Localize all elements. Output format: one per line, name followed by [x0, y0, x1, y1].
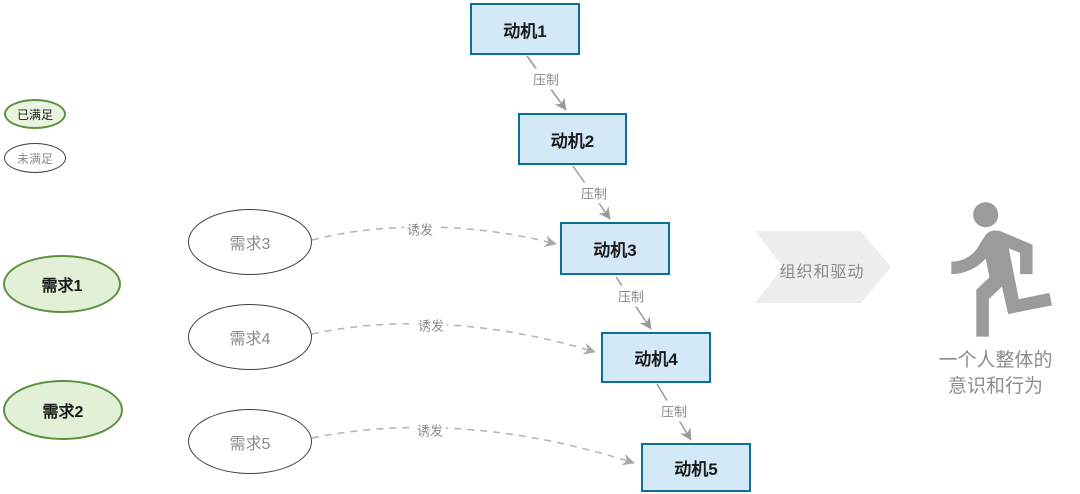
suppress-label-2: 压制 — [577, 182, 611, 204]
motive-node-5: 动机5 — [641, 443, 751, 492]
suppress-label-1: 压制 — [529, 68, 563, 90]
induce-label-1: 诱发 — [403, 218, 437, 240]
need-node-5: 需求5 — [188, 409, 312, 474]
need-3-label: 需求3 — [229, 236, 271, 253]
motive-4-label: 动机4 — [634, 350, 678, 369]
need-4-label: 需求4 — [229, 331, 271, 348]
suppress-label-3: 压制 — [614, 285, 648, 307]
need-1-label: 需求1 — [41, 278, 83, 295]
running-person-icon — [951, 202, 1052, 337]
suppress-label-4: 压制 — [657, 400, 691, 422]
motive-2-label: 动机2 — [550, 131, 595, 151]
legend-satisfied-label: 已满足 — [16, 107, 53, 122]
need-node-3: 需求3 — [188, 209, 312, 275]
induce-label-3: 诱发 — [413, 419, 447, 441]
need-node-4: 需求4 — [188, 304, 312, 370]
outcome-caption-line1: 一个人整体的 — [938, 350, 1053, 371]
legend-satisfied: 已满足 — [4, 99, 66, 129]
outcome-caption: 一个人整体的 意识和行为 — [913, 348, 1078, 400]
motive-1-label: 动机1 — [503, 21, 547, 41]
legend-unsatisfied-label: 未满足 — [16, 151, 53, 166]
motive-3-label: 动机3 — [593, 241, 637, 260]
induce-arrow-need4 — [311, 323, 596, 355]
motive-5-label: 动机5 — [674, 460, 718, 479]
need-5-label: 需求5 — [229, 435, 271, 453]
legend-unsatisfied: 未满足 — [4, 143, 66, 173]
motive-node-4: 动机4 — [601, 332, 711, 383]
need-node-2: 需求2 — [3, 380, 123, 440]
organize-drive-arrow-label: 组织和驱动 — [779, 264, 865, 281]
induce-label-2: 诱发 — [414, 314, 448, 336]
induce-arrow-need5 — [311, 426, 635, 466]
need-node-1: 需求1 — [3, 255, 121, 313]
motive-node-1: 动机1 — [470, 3, 580, 55]
need-2-label: 需求2 — [42, 404, 84, 421]
outcome-caption-line2: 意识和行为 — [947, 376, 1043, 397]
organize-drive-arrow-shape — [755, 231, 891, 303]
motive-node-2: 动机2 — [518, 113, 627, 165]
motive-node-3: 动机3 — [560, 222, 670, 275]
